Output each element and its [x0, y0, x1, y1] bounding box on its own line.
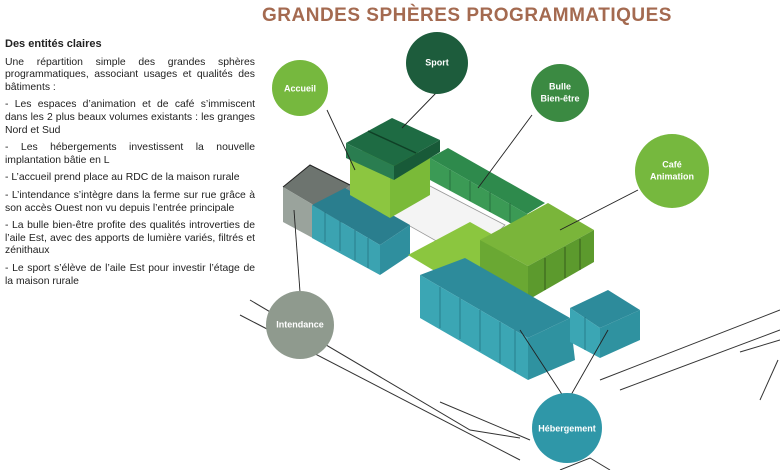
- sport-building: [346, 118, 440, 180]
- paragraph-intro: Une répartition simple des grandes sphèr…: [5, 56, 255, 93]
- hebergement-l-building: [420, 258, 640, 380]
- cafe-label-line2: Animation: [650, 171, 694, 182]
- section-heading: Des entités claires: [5, 38, 102, 50]
- cafe-bubble: [635, 134, 709, 208]
- hebergement-west-building: [312, 188, 410, 275]
- bulle-label-line2: Bien-être: [540, 93, 580, 104]
- accueil-label: Accueil: [283, 83, 317, 94]
- hebergement-bubble: [532, 393, 602, 463]
- paragraph-intendance: - L’intendance s’intègre dans la ferme s…: [5, 189, 255, 214]
- paragraph-accueil: - L’accueil prend place au RDC de la mai…: [5, 172, 240, 184]
- leader-lines: [293, 91, 639, 403]
- description-column: Des entités claires Une répartition simp…: [5, 38, 255, 293]
- paragraph-sport: - Le sport s’élève de l’aile Est pour in…: [5, 262, 255, 287]
- paragraph-animation: - Les espaces d’animation et de café s’i…: [5, 99, 255, 136]
- bulle-bubble: [531, 64, 589, 122]
- intendance-bubble: [266, 291, 334, 359]
- paragraph-hebergement: - Les hébergements investissent la nouve…: [5, 142, 255, 166]
- sport-bubble: [406, 32, 468, 94]
- cafe-label-line1: Café: [662, 159, 682, 170]
- hebergement-label: Hébergement: [538, 423, 596, 434]
- accueil-bubble: [272, 60, 328, 116]
- sport-label: Sport: [425, 57, 449, 68]
- intendance-label: Intendance: [276, 319, 324, 330]
- paragraph-bulle: - La bulle bien-être profite des qualité…: [5, 220, 255, 257]
- page-title: GRANDES SPHÈRES PROGRAMMATIQUES: [262, 5, 672, 26]
- bulle-label-line1: Bulle: [548, 81, 572, 92]
- bulle-bienetre-building: [430, 148, 545, 232]
